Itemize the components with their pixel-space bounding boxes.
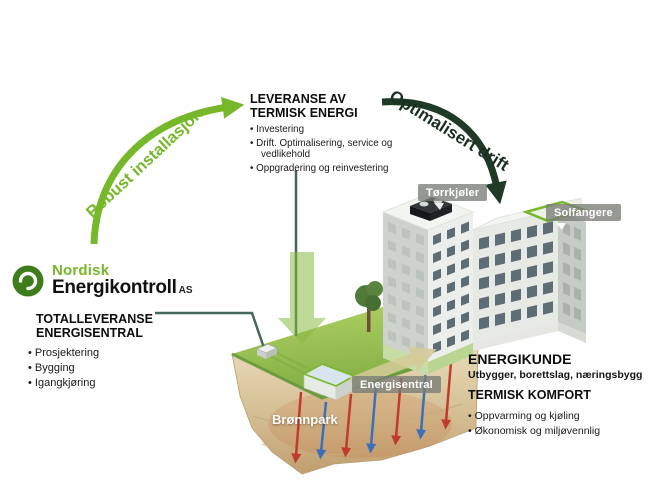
thermal-delivery-bullets: Investering Drift. Optimalisering, servi… — [250, 124, 402, 174]
bullet-item: Oppgradering og reinvestering — [250, 163, 402, 175]
dry-cooler-unit — [410, 197, 452, 221]
thermal-delivery-section: LEVERANSE AV TERMISK ENERGI Investering … — [250, 92, 410, 176]
bullet-item: Prosjektering — [28, 346, 198, 361]
ground-pipe — [265, 353, 309, 376]
brand-logo-icon — [12, 265, 44, 297]
energy-central-structure — [302, 363, 356, 401]
bullet-item: Bygging — [28, 361, 198, 376]
brand-name-top: Nordisk — [52, 262, 110, 279]
wing-side-face — [558, 210, 586, 335]
bullet-item: Økonomisk og miljøvennlig — [468, 424, 648, 438]
brand-name-main: Energikontroll — [52, 277, 177, 298]
dry-cooler-badge: Tørrkjøler — [418, 184, 488, 201]
solar-pointer-icon — [556, 223, 566, 230]
thermal-delivery-title-line1: LEVERANSE AV — [250, 92, 346, 106]
energy-central-badge: Energisentral — [352, 376, 441, 393]
dry-cooler-pointer-icon — [434, 203, 444, 210]
bullet-item: Drift. Optimalisering, service og vedlik… — [250, 138, 402, 161]
well-park-label: Brønnpark — [272, 412, 338, 427]
comfort-bullets: Oppvarming og kjøling Økonomisk og miljø… — [468, 409, 648, 438]
bullet-item: Oppvarming og kjøling — [468, 409, 648, 423]
customer-section: ENERGIKUNDE Utbygger, borettslag, næring… — [468, 352, 648, 438]
tower-front-face — [428, 212, 473, 362]
ground-pipe — [270, 349, 314, 372]
comfort-title: TERMISK KOMFORT — [468, 388, 591, 402]
central-connector-line — [155, 311, 266, 349]
down-supply-arrow — [278, 252, 326, 344]
well-head — [256, 343, 278, 359]
customer-title: ENERGIKUNDE — [468, 351, 572, 367]
total-delivery-section: TOTALLEVERANSE ENERGISENTRAL Prosjekteri… — [28, 312, 198, 391]
bullet-item: Investering — [250, 124, 402, 136]
robust-installation-arrow — [90, 96, 245, 245]
soil-texture-line — [261, 443, 367, 456]
total-delivery-title-line1: TOTALLEVERANSE — [36, 312, 153, 326]
total-delivery-title-line2: ENERGISENTRAL — [36, 325, 143, 340]
tower-left-face — [383, 212, 428, 362]
warm-glow — [268, 390, 452, 458]
brand-suffix: AS — [178, 285, 193, 296]
wing-front-face — [473, 210, 558, 342]
tree — [355, 281, 383, 332]
thermal-delivery-title-line2: TERMISK ENERGI — [250, 105, 358, 120]
customer-subtitle: Utbygger, borettslag, næringsbygg — [468, 369, 643, 381]
building-illustration — [381, 193, 588, 362]
solar-collectors-badge: Solfangere — [546, 204, 621, 221]
site-elements — [256, 281, 383, 401]
total-delivery-bullets: Prosjektering Bygging Igangkjøring — [28, 346, 198, 391]
bullet-item: Igangkjøring — [28, 376, 198, 391]
optimized-operation-arrow — [381, 98, 507, 205]
